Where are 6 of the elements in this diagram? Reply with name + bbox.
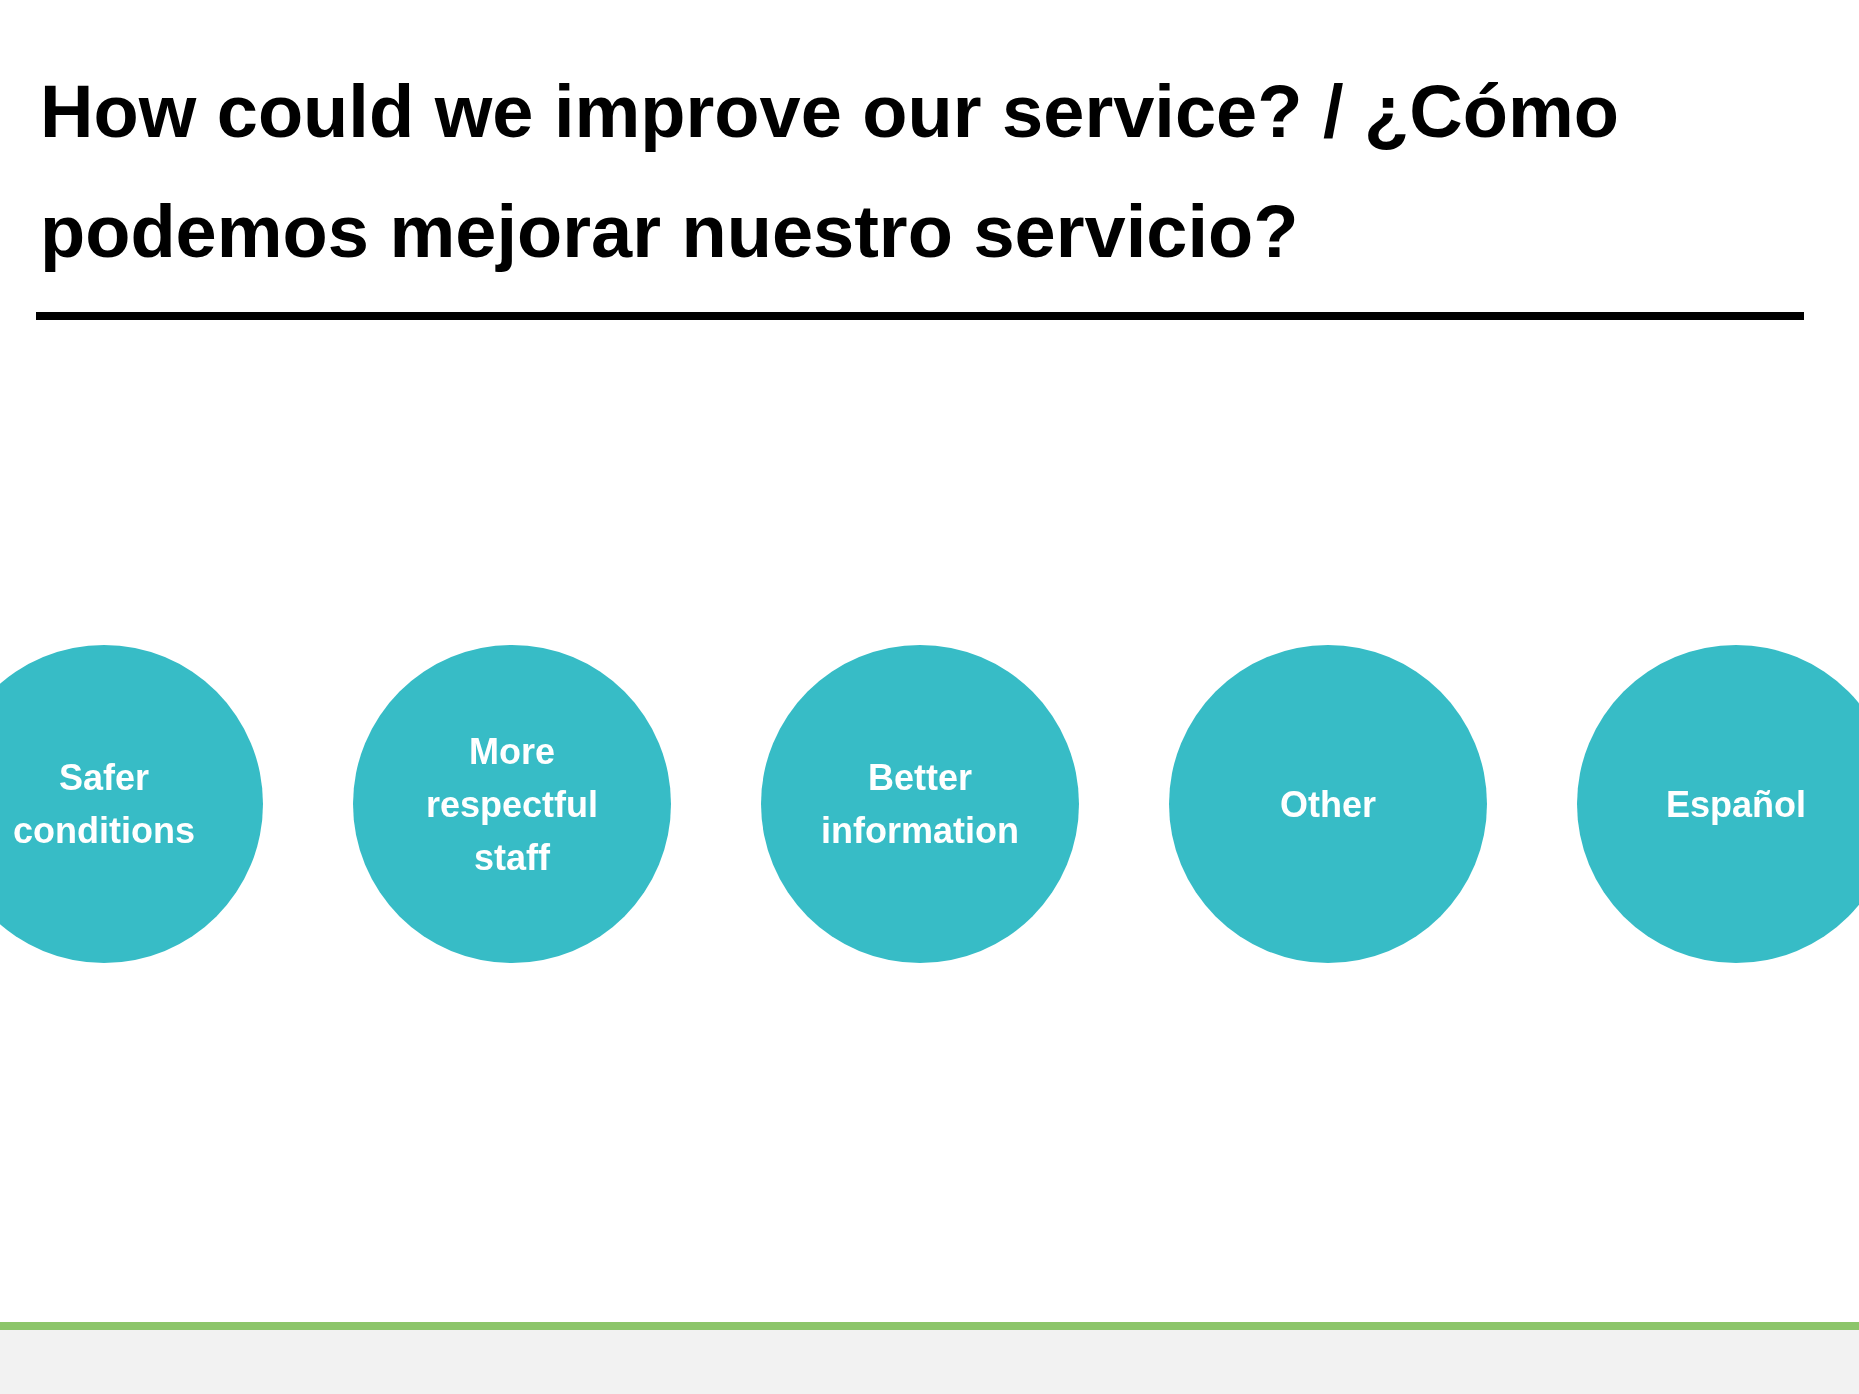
option-label: Other	[1279, 782, 1377, 827]
option-label: More respectful staff	[424, 729, 600, 880]
option-label: Safer conditions	[12, 756, 196, 853]
option-label: Better information	[820, 756, 1020, 853]
option-label: Español	[1665, 782, 1807, 827]
slide-title: How could we improve our service? / ¿Cómo podemos mejorar nuestro servicio?	[40, 69, 1620, 275]
